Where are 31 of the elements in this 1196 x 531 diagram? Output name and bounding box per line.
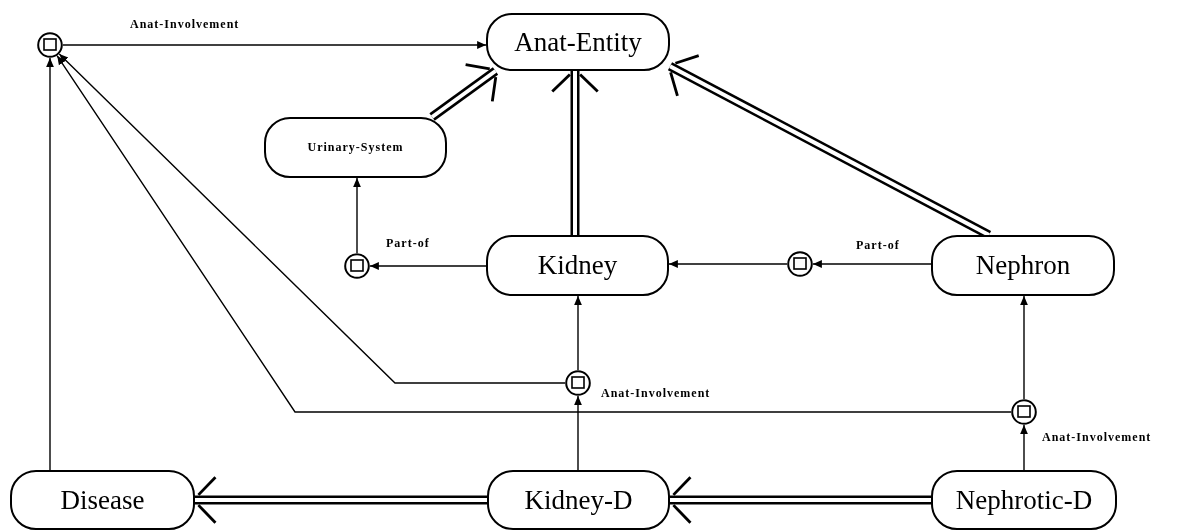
concept-box [931, 470, 1117, 530]
concept-name: Nephrotic-D [955, 484, 1093, 516]
concept-name: Anat-Entity [514, 26, 642, 58]
arrow [574, 395, 582, 471]
arrow [574, 295, 582, 371]
concept-box [486, 235, 669, 296]
edge-label: Anat-Involvement [129, 17, 241, 31]
arrow [56, 55, 1012, 413]
concept-name: Nephron [975, 250, 1071, 281]
concept-name: Urinary-System [307, 140, 404, 155]
arrow [668, 260, 788, 268]
concept-name: Disease [60, 484, 145, 516]
arrow [812, 260, 932, 268]
arrow [46, 57, 54, 471]
arrow [353, 177, 361, 254]
edge-label: Part-of [385, 236, 431, 250]
arrow [369, 262, 487, 270]
concept-box [487, 470, 670, 530]
arrow [1020, 424, 1028, 471]
edge-label: Anat-Involvement [1041, 430, 1153, 444]
arrow [58, 53, 566, 384]
concept-box [264, 117, 447, 178]
concept-box [10, 470, 195, 530]
concept-box [931, 235, 1115, 296]
concept-name: Kidney [537, 250, 618, 281]
concept-box [486, 13, 670, 71]
edge-label: Anat-Involvement [600, 386, 712, 400]
concept-name: Kidney-D [524, 484, 633, 516]
arrow [62, 41, 487, 49]
edge-label: Part-of [855, 238, 901, 252]
arrow [1020, 295, 1028, 400]
